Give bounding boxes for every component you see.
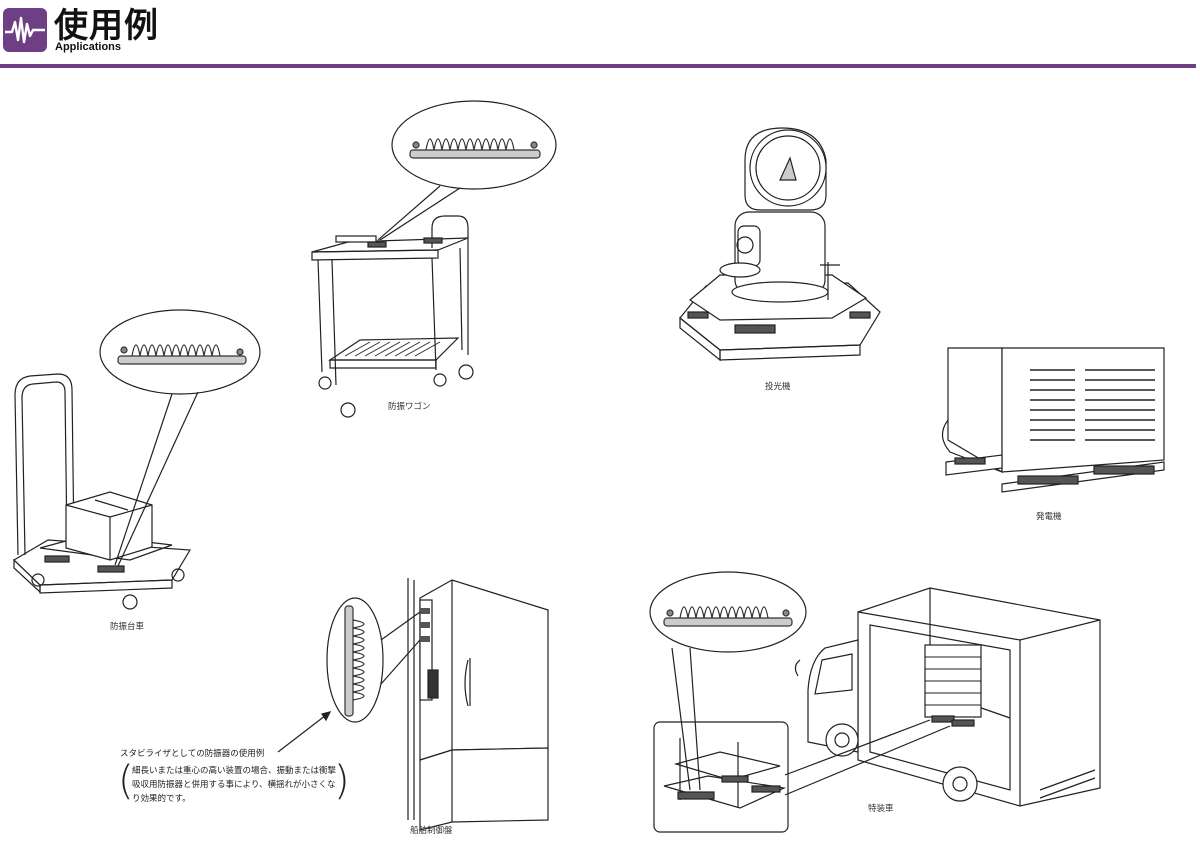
header-divider (0, 64, 1196, 68)
page-header: 使用例 Applications (0, 0, 1200, 72)
generator-illustration (941, 347, 1165, 493)
page-title: 使用例 (54, 6, 159, 46)
waveform-icon (3, 8, 47, 52)
caption-ship-panel: 船舶制御盤 (410, 826, 453, 836)
note-body: 細長いまたは重心の高い装置の場合、振動または衝撃吸収用防振器と併用する事により、… (132, 766, 337, 804)
projector-illustration (679, 127, 881, 362)
cart-illustration (12, 309, 261, 610)
caption-cart: 防振台車 (110, 622, 145, 632)
paren-left: ( (118, 758, 134, 804)
vehicle-illustration (649, 571, 1101, 833)
note-title: スタビライザとしての防振器の使用例 (120, 749, 265, 759)
caption-projector: 投光機 (765, 382, 791, 392)
wagon-illustration (311, 100, 557, 418)
caption-wagon: 防振ワゴン (388, 402, 431, 412)
paren-right: ) (334, 758, 350, 804)
page-subtitle: Applications (55, 41, 122, 53)
caption-vehicle: 特装車 (868, 804, 894, 814)
ship-panel-illustration (277, 578, 549, 831)
caption-generator: 発電機 (1036, 512, 1062, 522)
